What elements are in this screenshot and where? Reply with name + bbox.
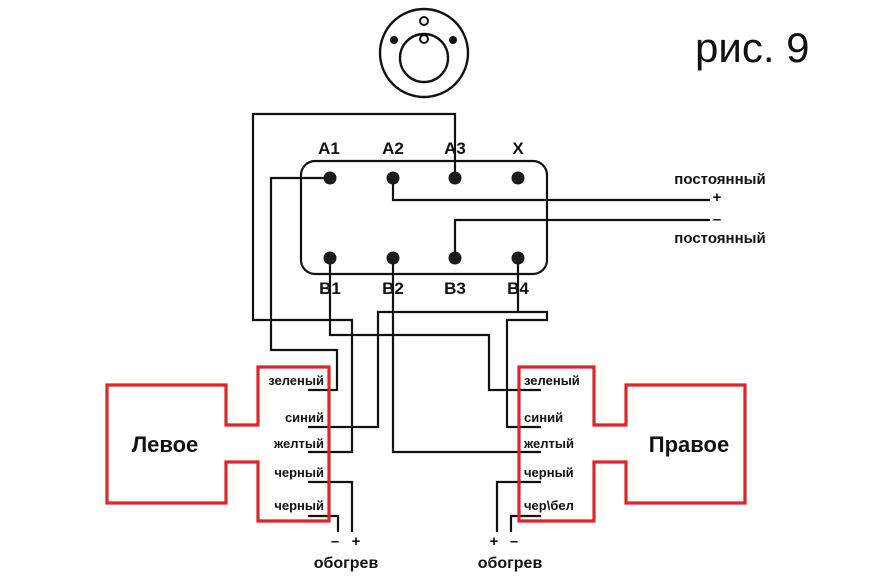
left-heater-label: обогрев [314,555,379,572]
right-wire-black-label: черный [524,465,574,480]
pin-b3 [448,251,462,265]
pin-a1 [323,171,337,185]
left-wire-black2-label: черный [274,498,324,513]
left-heater-minus: – [331,533,339,550]
wire-right-heater-plus [495,480,541,532]
right-mirror-outline [517,365,747,523]
switch-knob-icon [378,7,470,99]
right-heater-minus: – [510,533,518,550]
left-heater-plus: + [352,533,361,550]
pin-label-a2: A2 [382,139,404,158]
pin-a3 [448,171,462,185]
left-wire-yellow-label: желтый [273,436,324,451]
wire-b3 [453,218,710,258]
pin-a2 [386,171,400,185]
pin-b4 [511,251,525,265]
wire-left-heater-minus [308,514,340,532]
wire-a3 [251,112,457,454]
right-heater-plus: + [490,533,499,550]
wire-blue-bus [308,310,549,429]
wire-left-heater-plus [308,480,354,532]
pin-label-a1: A1 [318,139,340,158]
right-wire-blue-label: синий [524,410,563,425]
right-wire-yellow-label: желтый [523,436,574,451]
power-minus-label: постоянный [674,230,765,247]
wire-a2 [391,178,710,202]
left-wire-green-label: зеленый [268,373,324,388]
right-heater-label: обогрев [478,555,543,572]
wire-a1 [269,176,339,392]
power-plus-sign: + [713,189,722,206]
left-mirror-outline [105,365,331,523]
left-mirror-label: Левое [132,432,199,457]
power-plus-label: постоянный [674,171,765,188]
pin-b1 [323,251,337,265]
power-minus-sign: – [713,211,721,228]
pin-x [511,171,525,185]
right-wire-blackwhite-label: чер\бел [524,498,574,513]
left-wire-black-label: черный [274,465,324,480]
pin-b2 [386,251,400,265]
wire-right-heater-minus [509,514,541,532]
left-wire-blue-label: синий [285,410,324,425]
right-wire-green-label: зеленый [524,373,580,388]
figure-title: рис. 9 [695,24,810,71]
pin-label-b3: B3 [444,279,466,298]
right-mirror-label: Правое [649,432,729,457]
connector-block [299,159,549,276]
wire-b1 [328,258,541,392]
wire-b2 [391,258,541,454]
pin-label-x: X [512,139,524,158]
